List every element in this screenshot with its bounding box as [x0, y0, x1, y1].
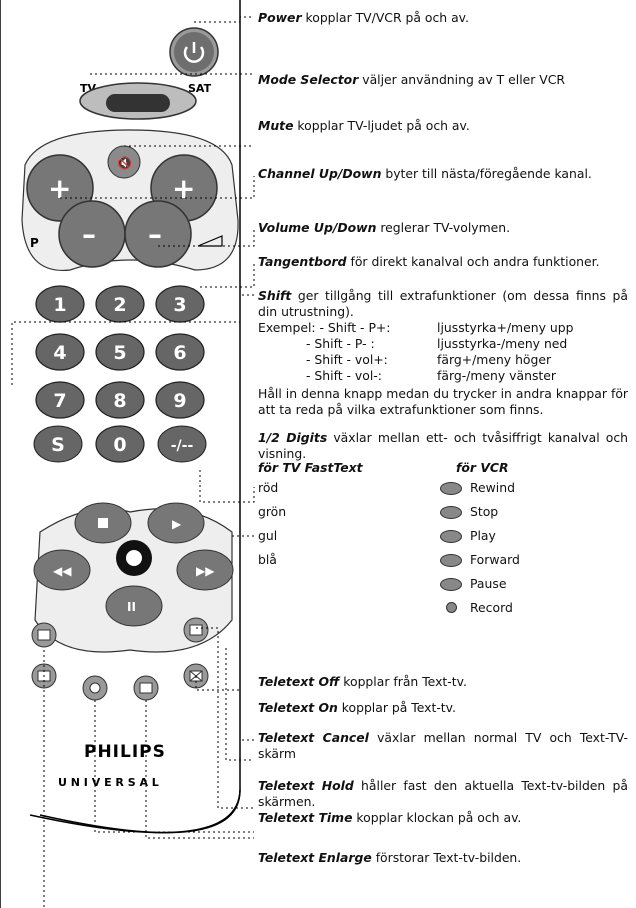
vcr-function: Forward [470, 552, 520, 567]
digit-5-button[interactable]: 6 [155, 333, 205, 371]
svg-text:II: II [127, 600, 136, 614]
power-icon [183, 46, 205, 63]
svg-text:9: 9 [173, 390, 186, 412]
svg-text:–: – [82, 218, 96, 251]
digit-6-button[interactable]: 7 [35, 381, 85, 419]
rewind-button[interactable]: ◀◀ [33, 549, 91, 591]
p-label: P [30, 236, 39, 250]
vcr-function: Stop [470, 504, 499, 519]
shift-example-key: - Shift - P- : [306, 336, 375, 351]
remote-body-outline [29, 789, 241, 834]
keyboard-description: Tangentbord för direkt kanalval och andr… [258, 254, 600, 269]
digit-3-button[interactable]: 4 [35, 333, 85, 371]
vcr-function: Play [470, 528, 496, 543]
shift-example-value: färg-/meny vänster [437, 368, 556, 383]
digit-2-button[interactable]: 3 [155, 285, 205, 323]
digit-4-button[interactable]: 5 [95, 333, 145, 371]
mute-description: Mute kopplar TV-ljudet på och av. [258, 118, 470, 133]
record-button[interactable] [116, 540, 152, 576]
shift-example-key: - Shift - vol+: [306, 352, 388, 367]
volume-description: Volume Up/Down reglerar TV-volymen. [258, 220, 511, 235]
fasttext-header: för TV FastText [258, 460, 363, 475]
svg-text:8: 8 [113, 390, 126, 412]
svg-text:+: + [48, 172, 71, 205]
teletext-enlarge-description: Teletext Enlarge förstorar Text-tv-bilde… [258, 850, 522, 865]
svg-text:0: 0 [113, 434, 126, 456]
digit-8-button[interactable]: 9 [155, 381, 205, 419]
svg-text:–: – [148, 218, 162, 251]
stop-icon [440, 506, 462, 519]
teletext-hold-button[interactable] [133, 675, 159, 701]
svg-text:6: 6 [173, 342, 186, 364]
record-icon [446, 602, 457, 613]
teletext-on-button[interactable] [183, 617, 209, 643]
forward-button[interactable]: ▶▶ [176, 549, 234, 591]
play-icon [440, 530, 462, 543]
shift-description: Shift ger tillgång till extrafunktioner … [258, 288, 628, 319]
digits-toggle-button[interactable]: -/-- [157, 425, 207, 463]
teletext-on-description: Teletext On kopplar på Text-tv. [258, 700, 456, 715]
teletext-cancel-description: Teletext Cancel växlar mellan normal TV … [258, 730, 628, 761]
vcr-function: Record [470, 600, 513, 615]
play-button[interactable]: ▶ [147, 502, 205, 544]
svg-text:◀◀: ◀◀ [53, 564, 72, 578]
rewind-icon [440, 482, 462, 495]
fasttext-color: gul [258, 528, 278, 543]
svg-text:▶: ▶ [172, 517, 182, 531]
vcr-function: Rewind [470, 480, 515, 495]
teletext-hold-description: Teletext Hold håller fast den aktuella T… [258, 778, 629, 809]
channel-description: Channel Up/Down byter till nästa/föregåe… [258, 166, 592, 181]
brand-logo: PHILIPS [84, 742, 166, 762]
shift-example-value: ljusstyrka+/meny upp [437, 320, 574, 335]
stop-button[interactable] [74, 502, 132, 544]
fasttext-color: grön [258, 504, 287, 519]
fasttext-color: röd [258, 480, 279, 495]
digit-1-button[interactable]: 2 [95, 285, 145, 323]
shift-button[interactable]: S [33, 425, 83, 463]
pause-icon [440, 578, 462, 591]
pause-button[interactable]: II [105, 585, 163, 627]
shift-example-value: ljusstyrka-/meny ned [437, 336, 568, 351]
teletext-time-description: Teletext Time kopplar klockan på och av. [258, 810, 522, 825]
volume-down-button[interactable]: – [124, 200, 192, 268]
shift-hold-text: Håll in denna knapp medan du trycker in … [258, 386, 628, 417]
fasttext-color: blå [258, 552, 277, 567]
teletext-time-button[interactable] [82, 675, 108, 701]
svg-text:7: 7 [53, 390, 66, 412]
mute-button[interactable]: 🔇 [107, 145, 141, 179]
digit-0-button[interactable]: 1 [35, 285, 85, 323]
teletext-off-description: Teletext Off kopplar från Text-tv. [258, 674, 467, 689]
mode-description: Mode Selector väljer användning av T ell… [258, 72, 566, 87]
leader-lines [11, 16, 255, 908]
svg-text:4: 4 [53, 342, 66, 364]
svg-text:-/--: -/-- [171, 438, 194, 454]
digit-7-button[interactable]: 8 [95, 381, 145, 419]
channel-down-button[interactable]: – [58, 200, 126, 268]
svg-text:S: S [51, 434, 65, 456]
svg-text:+: + [172, 172, 195, 205]
shift-example-key: Exempel: - Shift - P+: [258, 320, 391, 335]
teletext-off-button[interactable] [31, 622, 57, 648]
mute-icon: 🔇 [117, 156, 132, 170]
digit-9-button[interactable]: 0 [95, 425, 145, 463]
mode-selector[interactable] [79, 82, 197, 120]
svg-text:3: 3 [173, 294, 186, 316]
forward-icon [440, 554, 462, 567]
svg-text:▶▶: ▶▶ [196, 564, 215, 578]
digits-description: 1/2 Digits växlar mellan ett- och tvåsif… [258, 430, 628, 461]
svg-text:5: 5 [113, 342, 126, 364]
svg-text:1: 1 [53, 294, 66, 316]
shift-example-key: - Shift - vol-: [306, 368, 382, 383]
svg-text:2: 2 [113, 294, 126, 316]
number-keypad: 1 2 3 4 5 6 7 8 9 0 S -/-- [33, 285, 207, 463]
vcr-header: för VCR [456, 460, 509, 475]
shift-example-value: färg+/meny höger [437, 352, 552, 367]
vcr-function: Pause [470, 576, 507, 591]
power-description: Power kopplar TV/VCR på och av. [258, 10, 469, 25]
power-button[interactable] [169, 27, 219, 77]
universal-label: U N I V E R S A L [58, 776, 159, 789]
sat-label: SAT [188, 82, 212, 95]
